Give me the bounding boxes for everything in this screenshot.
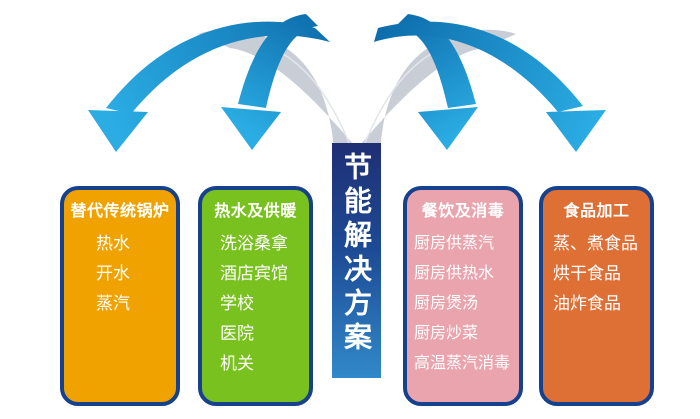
curved-arrow-1-head-icon xyxy=(88,110,148,152)
category-box-boiler-replacement: 替代传统锅炉 热水 开水 蒸汽 xyxy=(60,186,180,406)
curved-arrow-2-icon xyxy=(238,14,318,108)
center-banner: 节能解决方案 xyxy=(332,143,381,378)
list-item: 医院 xyxy=(220,324,254,343)
list-item: 厨房供热水 xyxy=(414,265,495,282)
center-banner-title: 节能解决方案 xyxy=(341,152,372,356)
list-item: 厨房供蒸汽 xyxy=(414,235,495,252)
list-item: 高温蒸汽消毒 xyxy=(414,355,511,372)
box-title: 热水及供暖 xyxy=(214,203,297,220)
list-item: 机关 xyxy=(220,354,254,373)
box-item-list: 洗浴桑拿 酒店宾馆 学校 医院 机关 xyxy=(202,229,309,379)
curved-arrow-3-head-icon xyxy=(418,107,478,150)
list-item: 烘干食品 xyxy=(553,264,621,283)
list-item: 蒸、煮食品 xyxy=(553,234,638,253)
category-box-hot-water-heating: 热水及供暖 洗浴桑拿 酒店宾馆 学校 医院 机关 xyxy=(198,186,313,406)
curved-arrow-2-head-icon xyxy=(221,107,281,150)
curved-arrow-1-icon xyxy=(106,21,330,114)
list-item: 学校 xyxy=(220,294,254,313)
list-item: 酒店宾馆 xyxy=(220,264,288,283)
category-box-food-processing: 食品加工 蒸、煮食品 烘干食品 油炸食品 xyxy=(539,186,654,406)
curved-arrow-4-head-icon xyxy=(546,110,606,152)
box-title: 食品加工 xyxy=(563,203,630,220)
category-box-catering-disinfection: 餐饮及消毒 厨房供蒸汽 厨房供热水 厨房煲汤 厨房炒菜 高温蒸汽消毒 xyxy=(403,186,523,406)
list-item: 厨房炒菜 xyxy=(414,325,479,342)
list-item: 热水 xyxy=(96,234,130,253)
box-title: 餐饮及消毒 xyxy=(421,203,505,220)
curved-arrow-4-icon xyxy=(374,21,583,112)
list-item: 油炸食品 xyxy=(553,294,621,313)
box-title: 替代传统锅炉 xyxy=(70,203,170,220)
curved-arrow-3-icon xyxy=(396,14,476,108)
list-item: 开水 xyxy=(96,264,130,283)
list-item: 厨房煲汤 xyxy=(414,295,479,312)
list-item: 蒸汽 xyxy=(96,294,130,313)
box-item-list: 热水 开水 蒸汽 xyxy=(64,229,176,319)
box-item-list: 蒸、煮食品 烘干食品 油炸食品 xyxy=(543,229,650,319)
box-item-list: 厨房供蒸汽 厨房供热水 厨房煲汤 厨房炒菜 高温蒸汽消毒 xyxy=(407,229,519,379)
list-item: 洗浴桑拿 xyxy=(220,234,288,253)
